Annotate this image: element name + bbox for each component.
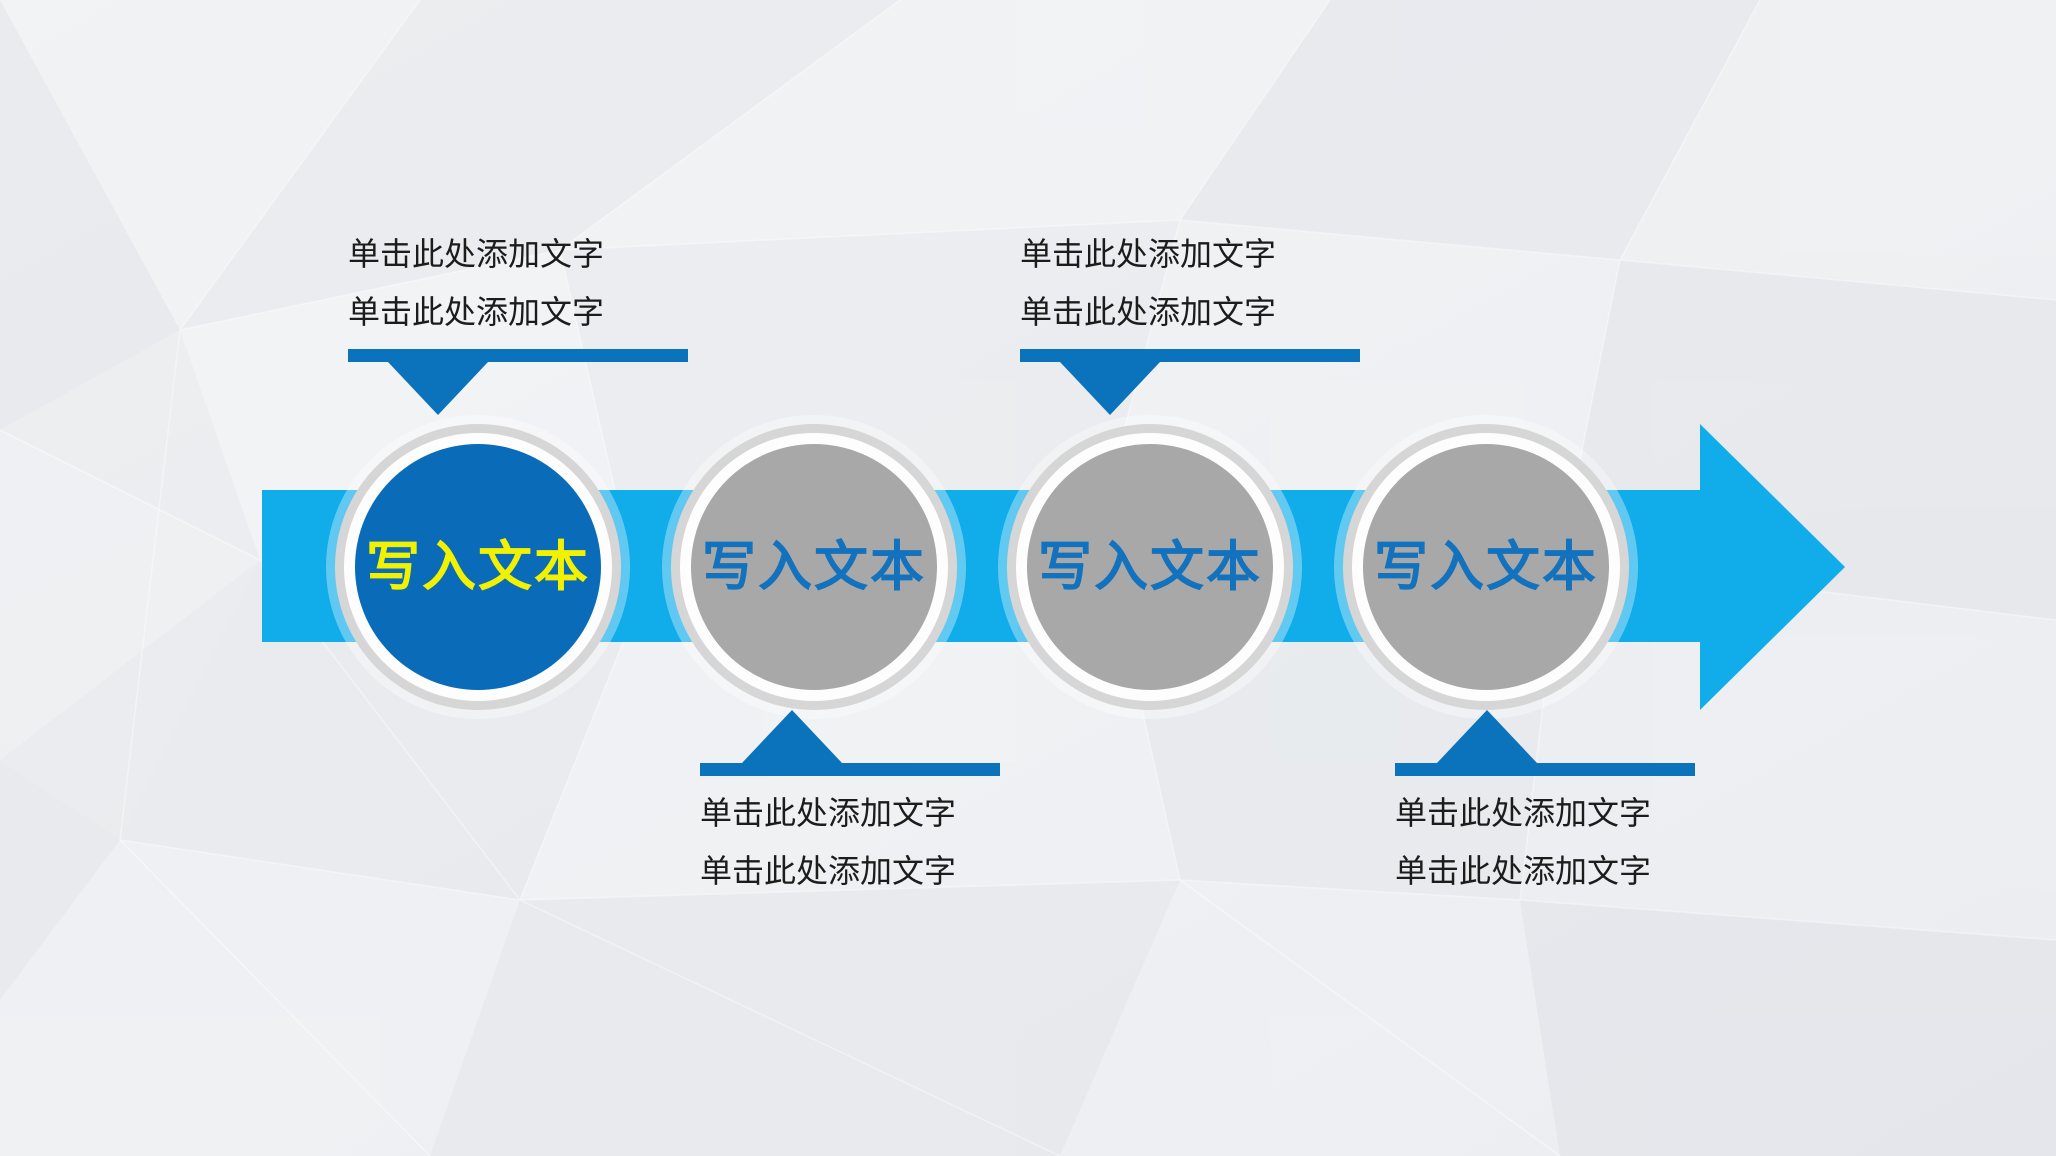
callout-text-line: 单击此处添加文字: [348, 236, 605, 272]
callout-text-line: 单击此处添加文字: [1020, 294, 1277, 331]
callout-text-line: 单击此处添加文字: [1395, 795, 1652, 831]
process-node-label: 写入文本: [366, 537, 590, 597]
callout-bar: [1395, 710, 1695, 776]
process-node-label: 写入文本: [702, 537, 926, 597]
callout-bar: [700, 710, 1000, 776]
callout-bar: [1020, 349, 1360, 416]
callout-text-line: 单击此处添加文字: [348, 294, 605, 331]
process-node-2[interactable]: 写入文本: [671, 424, 957, 710]
node-disc: [355, 444, 601, 690]
callout-3[interactable]: 单击此处添加文字 单击此处添加文字: [1020, 233, 1360, 416]
process-node-4[interactable]: 写入文本: [1343, 424, 1629, 710]
process-node-label: 写入文本: [1374, 537, 1598, 597]
node-disc: [691, 444, 937, 690]
callout-text-line: 单击此处添加文字: [700, 853, 957, 890]
process-node-1[interactable]: 写入文本: [335, 424, 621, 710]
callout-pointer-up-icon: [1437, 710, 1537, 763]
node-disc: [1027, 444, 1273, 690]
callout-pointer-down-icon: [388, 362, 488, 416]
callout-text-line: 单击此处添加文字: [1395, 853, 1652, 890]
callout-text-line: 单击此处添加文字: [1020, 236, 1277, 272]
callout-pointer-up-icon: [742, 710, 842, 763]
callout-pointer-down-icon: [1060, 362, 1160, 416]
process-node-label: 写入文本: [1038, 537, 1262, 597]
callout-bar: [348, 349, 688, 416]
callout-2[interactable]: 单击此处添加文字 单击此处添加文字: [700, 710, 1000, 892]
callout-text-line: 单击此处添加文字: [700, 795, 957, 831]
node-disc: [1363, 444, 1609, 690]
process-node-3[interactable]: 写入文本: [1007, 424, 1293, 710]
callout-1[interactable]: 单击此处添加文字 单击此处添加文字: [348, 233, 688, 416]
callout-4[interactable]: 单击此处添加文字 单击此处添加文字: [1395, 710, 1695, 892]
